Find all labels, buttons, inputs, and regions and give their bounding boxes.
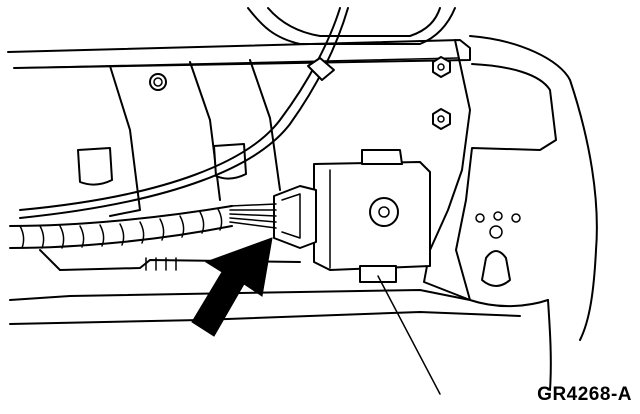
panel-hole	[475, 213, 485, 223]
panel-top-edge	[13, 57, 459, 69]
lower-edge-2	[9, 311, 521, 325]
connector-wires	[229, 203, 277, 229]
bolt-head-inner	[153, 77, 163, 87]
panel-slot-mid	[213, 143, 247, 180]
wiring-harness-bottom	[9, 225, 233, 249]
panel-hole	[511, 213, 521, 223]
bolt-head	[149, 73, 167, 91]
vent-duct-outline	[247, 7, 456, 45]
leader-line	[377, 275, 441, 395]
lower-panel	[39, 249, 301, 271]
actuator-top-tab	[361, 149, 403, 165]
keyhole-slot	[481, 250, 511, 287]
cross-member-3	[249, 59, 281, 191]
harness-wrap	[19, 208, 223, 249]
vacuum-cable-inner	[19, 7, 349, 219]
vent-duct-rim	[267, 7, 441, 37]
nut-lower	[432, 108, 451, 130]
panel-slot-left	[77, 147, 113, 186]
nut-upper	[432, 56, 451, 78]
cable-clip	[307, 57, 335, 81]
lower-panel-ribs	[145, 257, 177, 271]
body-panel-outer	[469, 35, 598, 341]
side-bracket	[423, 39, 471, 301]
panel-hole	[493, 211, 503, 221]
panel-hole	[489, 225, 503, 239]
wiring-harness-top	[9, 205, 233, 227]
cross-member	[109, 65, 141, 217]
body-panel-lower	[547, 299, 552, 391]
connector-latch	[281, 193, 301, 239]
lower-edge	[9, 289, 471, 301]
body-panel-inner	[455, 63, 557, 308]
actuator-shaft	[369, 197, 399, 227]
figure-id-label: GR4268-A	[537, 384, 632, 405]
actuator-bottom-tab	[359, 265, 397, 283]
actuator-shaft-center	[378, 206, 390, 218]
pointer-arrow	[191, 237, 273, 337]
vacuum-cable	[19, 7, 341, 211]
